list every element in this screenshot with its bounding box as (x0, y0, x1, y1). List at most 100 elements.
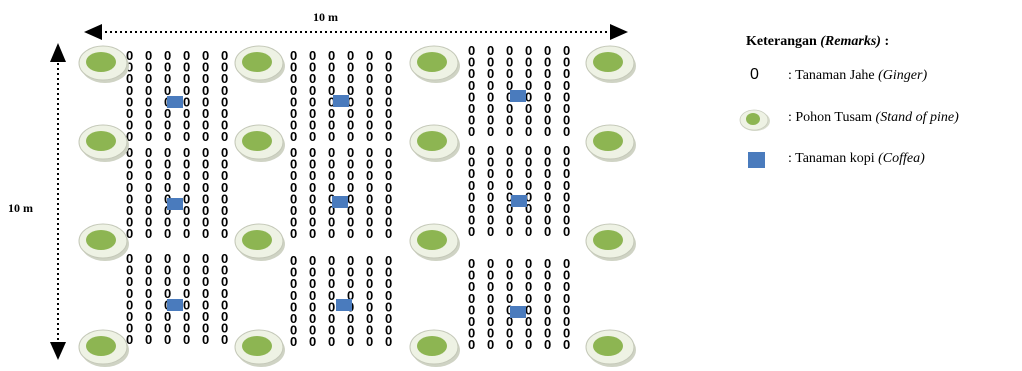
ginger-symbol: 0 (750, 66, 759, 83)
ginger-plant: 0 (468, 337, 475, 352)
pine-tree (78, 124, 129, 162)
ginger-plant: 0 (487, 166, 494, 181)
ginger-plant: 0 (328, 157, 335, 172)
legend-coffee-label: : Tanaman kopi (788, 151, 879, 166)
ginger-plant: 0 (309, 253, 316, 268)
ginger-plant: 0 (506, 113, 513, 128)
ginger-plant: 0 (328, 83, 335, 98)
ginger-plant: 0 (309, 180, 316, 195)
ginger-plant: 0 (525, 78, 532, 93)
ginger-plant: 0 (145, 129, 152, 144)
ginger-plant: 0 (487, 178, 494, 193)
ginger-plant: 0 (525, 66, 532, 81)
ginger-plant: 0 (385, 311, 392, 326)
ginger-plant: 0 (309, 106, 316, 121)
ginger-plant: 0 (145, 168, 152, 183)
ginger-plant: 0 (126, 157, 133, 172)
legend-title-main: Keterangan (746, 34, 817, 49)
ginger-plant: 0 (506, 326, 513, 341)
ginger-plant: 0 (487, 89, 494, 104)
ginger-plant: 0 (366, 60, 373, 75)
ginger-plant: 0 (525, 55, 532, 70)
ginger-plant: 0 (126, 83, 133, 98)
ginger-plant: 0 (347, 48, 354, 63)
ginger-plant: 0 (126, 118, 133, 133)
pine-tree (409, 45, 460, 83)
ginger-plant: 0 (290, 180, 297, 195)
ginger-plant: 0 (487, 143, 494, 158)
legend-title-suffix: : (880, 34, 890, 49)
ginger-plant: 0 (145, 215, 152, 230)
ginger-plant: 0 (366, 129, 373, 144)
ginger-plant: 0 (164, 215, 171, 230)
ginger-plant: 0 (487, 302, 494, 317)
ginger-plant: 0 (164, 286, 171, 301)
ginger-plant: 0 (544, 268, 551, 283)
ginger-plant: 0 (525, 279, 532, 294)
ginger-plant: 0 (487, 78, 494, 93)
ginger-plant: 0 (385, 48, 392, 63)
ginger-plant: 0 (525, 43, 532, 58)
ginger-plant: 0 (366, 299, 373, 314)
ginger-plant: 0 (145, 106, 152, 121)
ginger-plant: 0 (164, 309, 171, 324)
ginger-plant: 0 (487, 101, 494, 116)
ginger-plant: 0 (126, 297, 133, 312)
pine-icon (738, 108, 778, 131)
ginger-plant: 0 (145, 60, 152, 75)
ginger-plant: 0 (525, 268, 532, 283)
ginger-plant: 0 (183, 48, 190, 63)
coffee-plant (167, 299, 183, 311)
ginger-plant: 0 (202, 71, 209, 86)
ginger-plant: 0 (563, 78, 570, 93)
ginger-plant: 0 (366, 168, 373, 183)
ginger-plant: 0 (183, 129, 190, 144)
ginger-plant: 0 (183, 332, 190, 347)
ginger-plant: 0 (487, 113, 494, 128)
ginger-plant: 0 (309, 118, 316, 133)
ginger-plant: 0 (468, 224, 475, 239)
pine-tree (78, 329, 129, 367)
ginger-plant: 0 (126, 71, 133, 86)
ginger-plant: 0 (309, 276, 316, 291)
legend-ginger-label: : Tanaman Jahe (788, 68, 879, 83)
ginger-plant: 0 (221, 263, 228, 278)
ginger-plant: 0 (202, 157, 209, 172)
ginger-plant: 0 (385, 323, 392, 338)
ginger-plant: 0 (164, 274, 171, 289)
ginger-plant: 0 (221, 274, 228, 289)
ginger-plant: 0 (164, 321, 171, 336)
ginger-plant: 0 (145, 203, 152, 218)
ginger-plant: 0 (164, 203, 171, 218)
legend-coffee-italic: (Coffea) (878, 151, 925, 166)
ginger-plant: 0 (202, 145, 209, 160)
ginger-plant: 0 (309, 334, 316, 349)
ginger-plant: 0 (468, 155, 475, 170)
ginger-plant: 0 (328, 48, 335, 63)
ginger-plant: 0 (525, 155, 532, 170)
ginger-plant: 0 (164, 129, 171, 144)
ginger-plant: 0 (468, 302, 475, 317)
ginger-plant: 0 (366, 265, 373, 280)
ginger-plant: 0 (328, 265, 335, 280)
ginger-plant: 0 (183, 321, 190, 336)
ginger-plant: 0 (202, 94, 209, 109)
ginger-plant: 0 (506, 268, 513, 283)
ginger-plant: 0 (221, 48, 228, 63)
coffee-plant (167, 198, 183, 210)
ginger-plant: 0 (126, 129, 133, 144)
ginger-plant: 0 (347, 288, 354, 303)
ginger-plant: 0 (468, 279, 475, 294)
ginger-plant: 0 (145, 251, 152, 266)
ginger-plant: 0 (126, 180, 133, 195)
ginger-plant: 0 (385, 145, 392, 160)
ginger-plant: 0 (525, 113, 532, 128)
ginger-plant: 0 (366, 226, 373, 241)
ginger-plant: 0 (563, 89, 570, 104)
ginger-plant: 0 (468, 178, 475, 193)
ginger-plant: 0 (366, 253, 373, 268)
ginger-plant: 0 (347, 60, 354, 75)
ginger-plant: 0 (563, 166, 570, 181)
ginger-plant: 0 (525, 89, 532, 104)
ginger-plant: 0 (506, 155, 513, 170)
